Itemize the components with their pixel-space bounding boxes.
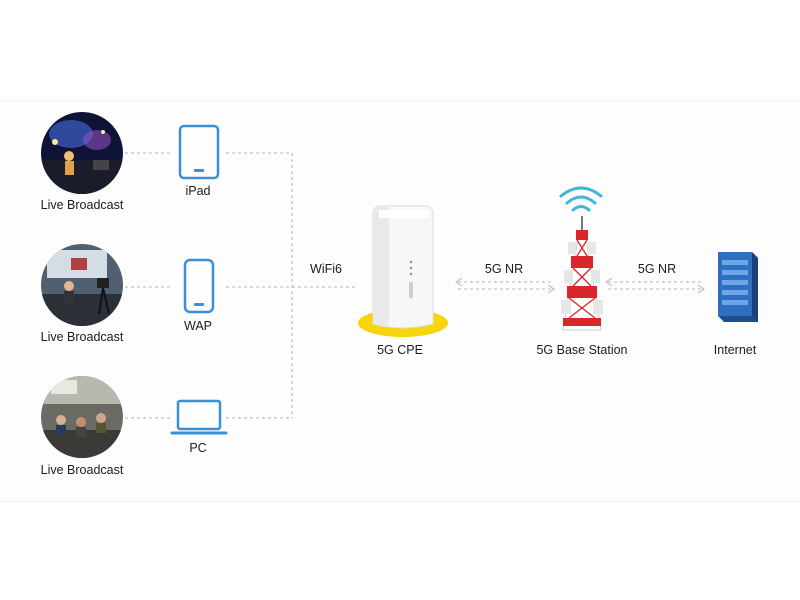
live-broadcast-photo-1 — [41, 112, 123, 194]
base-station-label: 5G Base Station — [536, 343, 628, 357]
arrowhead — [605, 277, 613, 287]
arrowhead — [697, 284, 705, 294]
phone-icon — [183, 258, 215, 319]
laptop-icon — [170, 398, 228, 443]
arrowhead — [455, 277, 463, 287]
internet-label: Internet — [713, 343, 757, 357]
tablet-icon — [178, 124, 220, 185]
live-broadcast-caption: Live Broadcast — [40, 198, 124, 212]
device-label-wap: WAP — [183, 319, 213, 333]
cpe-router-icon — [355, 200, 455, 347]
arrowhead — [547, 284, 555, 294]
wifi6-label: WiFi6 — [310, 262, 342, 276]
server-icon — [708, 246, 760, 329]
live-broadcast-caption: Live Broadcast — [40, 330, 124, 344]
nr-label-internet-side: 5G NR — [637, 262, 677, 276]
device-label-ipad: iPad — [185, 184, 211, 198]
device-label-pc: PC — [189, 441, 207, 455]
signal-waves-icon — [557, 182, 605, 223]
nr-label-cpe-side: 5G NR — [484, 262, 524, 276]
live-broadcast-photo-3 — [41, 376, 123, 458]
live-broadcast-photo-2 — [41, 244, 123, 326]
cpe-label: 5G CPE — [377, 343, 423, 357]
base-station-tower-icon — [553, 214, 611, 337]
live-broadcast-caption: Live Broadcast — [40, 463, 124, 477]
